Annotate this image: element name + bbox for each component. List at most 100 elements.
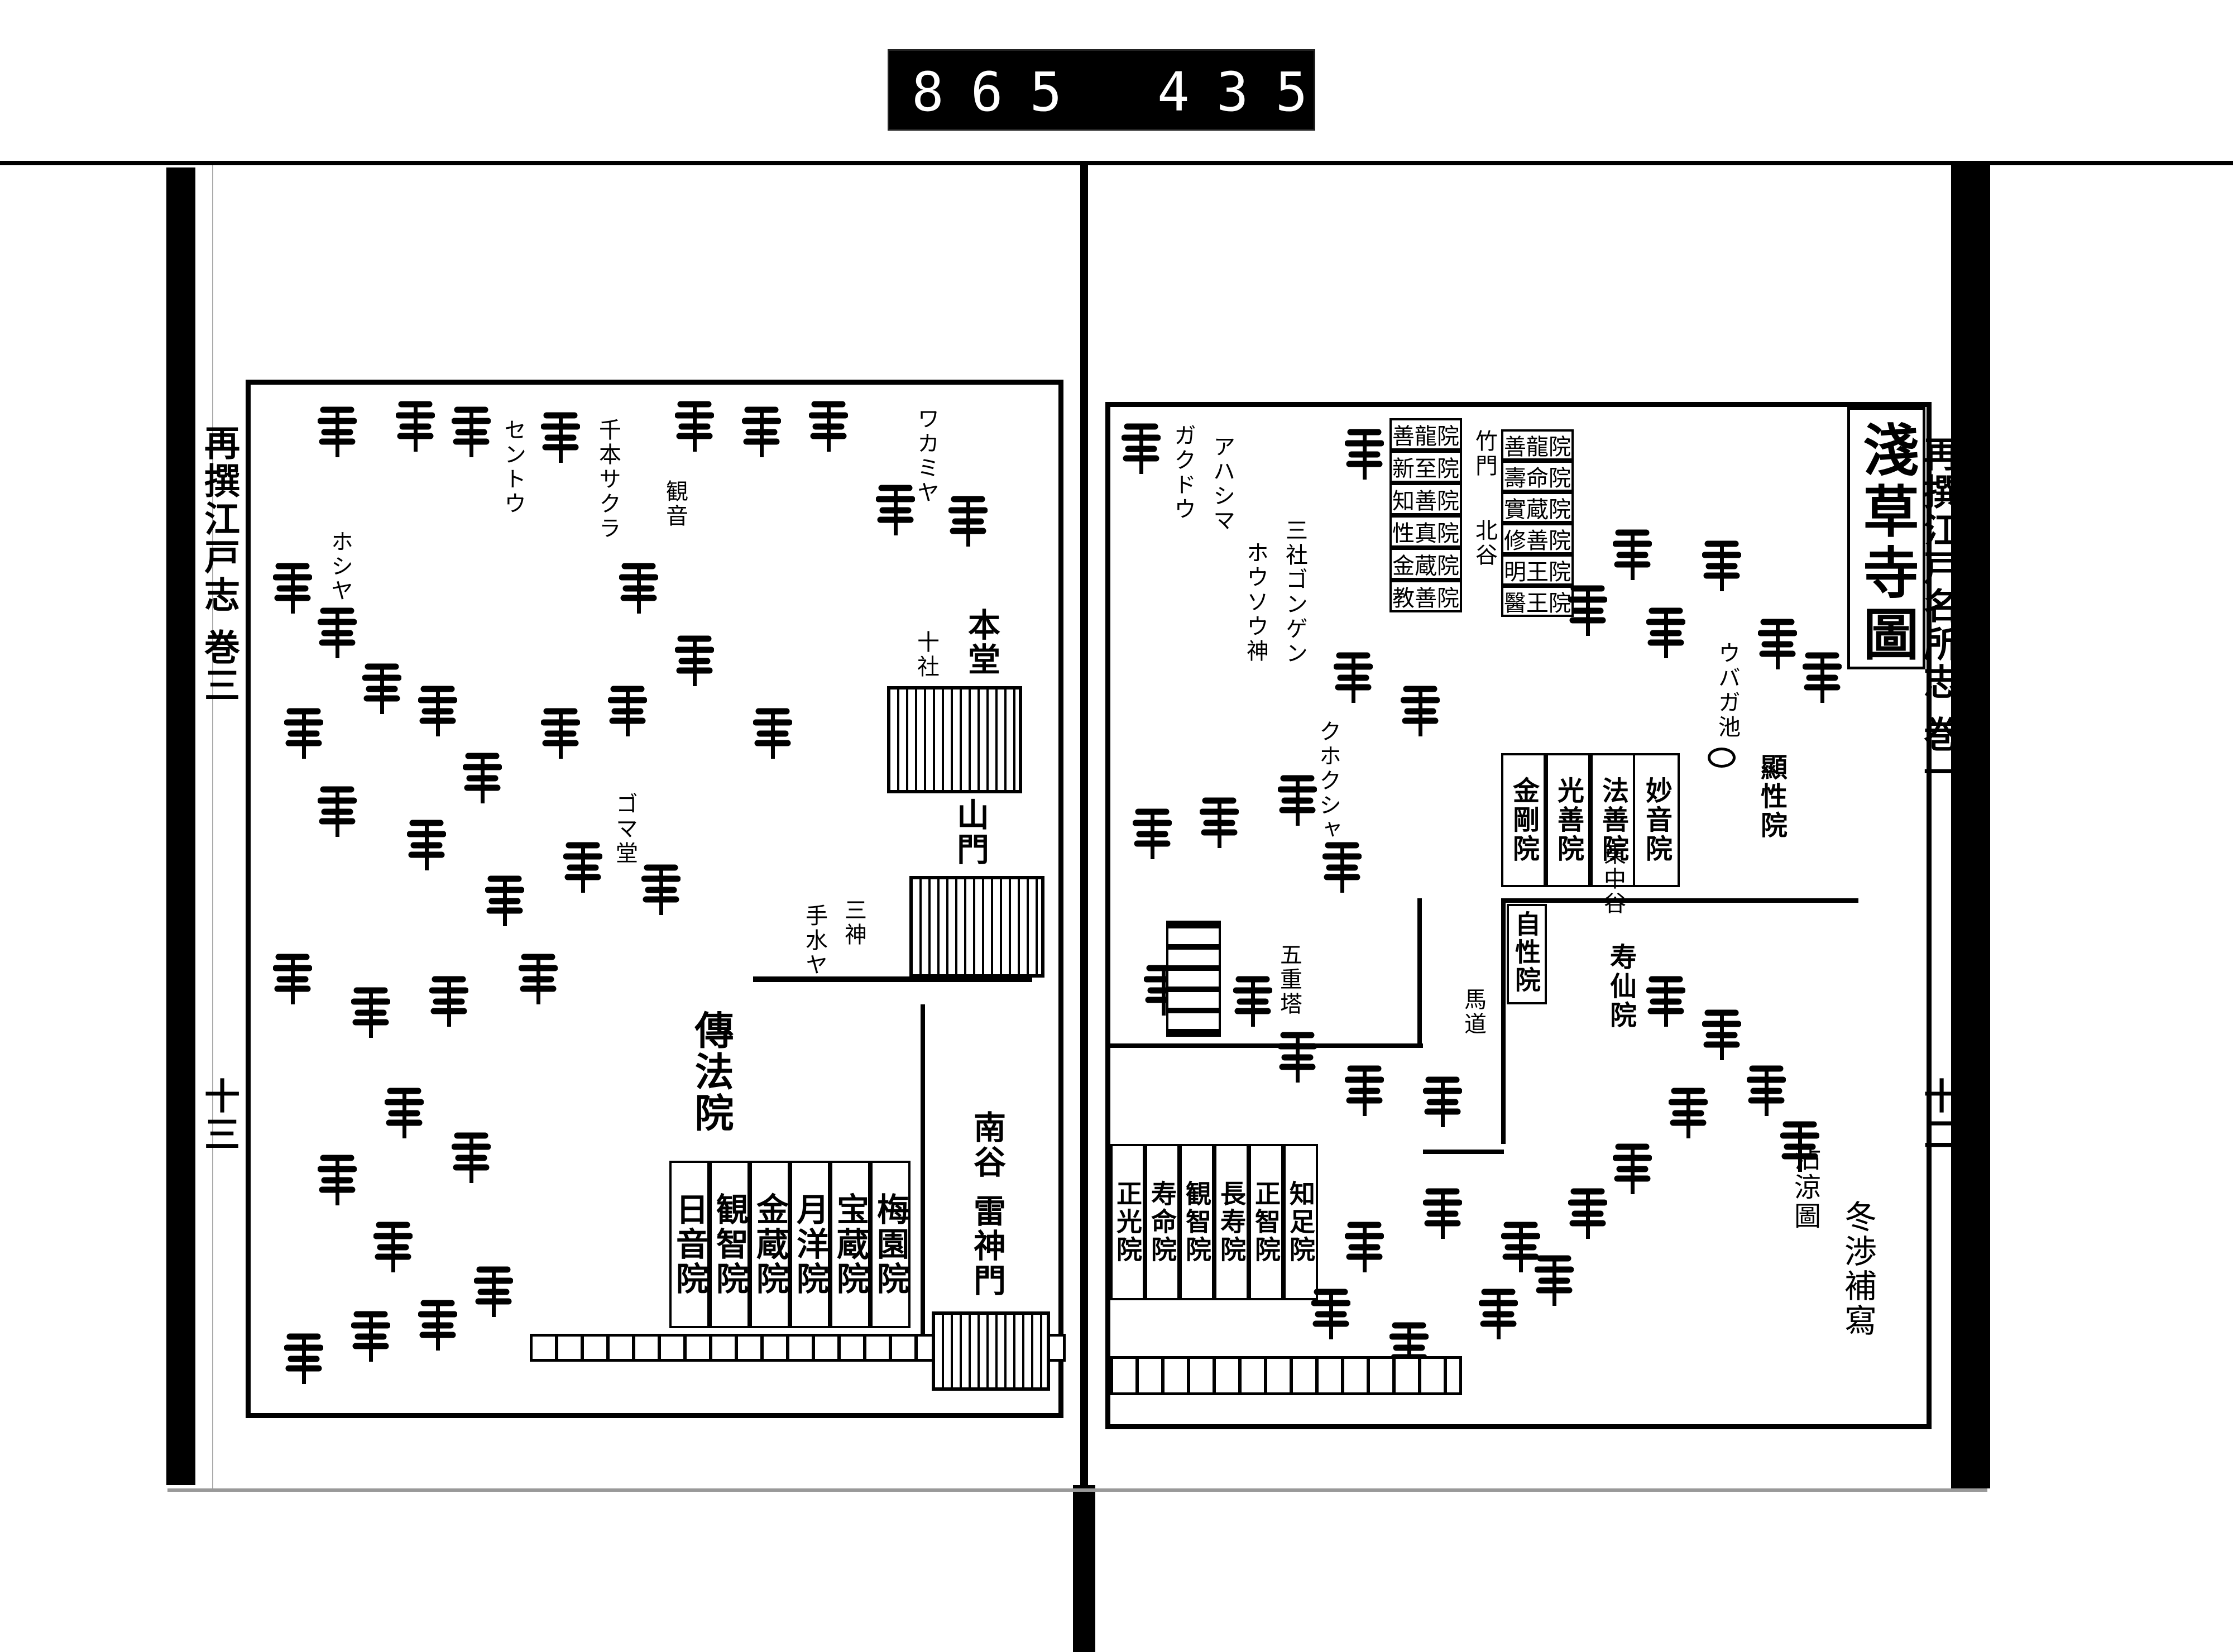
left-frame-number: 865 xyxy=(912,61,1089,123)
pine-tree-icon xyxy=(362,663,401,714)
pine-tree-icon xyxy=(1389,1322,1429,1373)
pine-tree-icon xyxy=(1803,652,1842,703)
pine-tree-icon xyxy=(1669,1088,1708,1138)
main-hall-label: 本堂 xyxy=(962,608,1000,677)
pine-tree-icon xyxy=(1702,1009,1741,1060)
pine-tree-icon xyxy=(1423,1076,1462,1127)
misc-label: ガクドウ xyxy=(1170,424,1196,522)
pine-tree-icon xyxy=(318,1155,357,1205)
right-page xyxy=(1091,165,1962,1488)
pine-tree-icon xyxy=(1702,540,1741,591)
pine-tree-icon xyxy=(273,954,312,1004)
temple-cell: 宝蔵院 xyxy=(830,1161,870,1328)
pine-tree-icon xyxy=(753,708,792,759)
pagoda-label: 五重塔 xyxy=(1276,943,1302,1017)
thunder-gate-label: 雷神門 xyxy=(968,1194,1006,1298)
temple-cell: 醫王院 xyxy=(1501,586,1574,617)
source-note: 沾涼圖 xyxy=(1789,1144,1820,1231)
thousand-trees-label: 千本サクラ xyxy=(595,418,621,541)
pine-tree-icon xyxy=(1646,976,1685,1027)
pine-tree-icon xyxy=(1479,1289,1518,1339)
pine-tree-icon xyxy=(1322,842,1362,893)
south-temple-column: 知足院 正智院 長寿院 観智院 寿命院 正光院 xyxy=(1110,1144,1318,1300)
pine-tree-icon xyxy=(463,753,502,803)
map-title: 淺草寺圖 xyxy=(1853,421,1919,667)
pine-tree-icon xyxy=(351,1311,390,1362)
temple-cell: 善龍院 xyxy=(1501,429,1574,461)
pine-tree-icon xyxy=(318,607,357,658)
temple-cell: 知善院 xyxy=(1389,483,1462,515)
temple-cell: 明王院 xyxy=(1501,554,1574,586)
road-edge xyxy=(1110,1043,1423,1048)
pine-tree-icon xyxy=(485,875,524,926)
page-bottom-edge xyxy=(167,1488,1987,1492)
pine-tree-icon xyxy=(1535,1255,1574,1306)
pine-tree-icon xyxy=(407,820,446,870)
temple-cell: 新至院 xyxy=(1389,451,1462,483)
temple-cell: 正智院 xyxy=(1249,1144,1283,1300)
temple-cell: 壽命院 xyxy=(1501,461,1574,492)
temple-cell: 實蔵院 xyxy=(1501,492,1574,523)
kannon-label: 観音 xyxy=(662,480,688,529)
temple-cell: 長寿院 xyxy=(1214,1144,1249,1300)
misc-label: セントウ xyxy=(500,418,526,516)
pine-tree-icon xyxy=(619,563,658,614)
pine-tree-icon xyxy=(1200,797,1239,848)
archive-label-strip: 865 435. xyxy=(888,49,1367,131)
temple-row: 金剛院 光善院 法善院 妙音院 xyxy=(1501,753,1680,887)
pine-tree-icon xyxy=(608,686,647,736)
jishoin-label: 自性院 xyxy=(1511,911,1541,994)
pine-tree-icon xyxy=(1334,652,1373,703)
center-gutter xyxy=(1080,162,1088,1502)
pine-tree-icon xyxy=(385,1088,424,1138)
misc-label: アハシマ xyxy=(1209,435,1235,533)
pine-tree-icon xyxy=(429,976,468,1027)
right-map-frame: 淺草寺圖 善龍院 新至院 知善院 性真院 金蔵院 教善院 竹門 北谷 善龍院 壽… xyxy=(1105,402,1932,1429)
misc-label: 三社ゴンゲン xyxy=(1282,519,1307,666)
pine-tree-icon xyxy=(418,1300,457,1351)
credit-note: 冬渉補寫 xyxy=(1839,1200,1877,1338)
pine-tree-icon xyxy=(1501,1222,1540,1272)
pine-tree-icon xyxy=(273,563,312,614)
main-hall-building xyxy=(887,686,1022,793)
pine-tree-icon xyxy=(876,485,915,535)
misc-label: ゴマ堂 xyxy=(612,792,638,866)
pine-tree-icon xyxy=(1780,1121,1819,1172)
pine-tree-icon xyxy=(809,401,848,452)
pine-tree-icon xyxy=(1311,1289,1350,1339)
temple-cell: 光善院 xyxy=(1546,753,1590,887)
north-right-column: 善龍院 壽命院 實蔵院 修善院 明王院 醫王院 xyxy=(1501,429,1574,617)
misc-label: ホシヤ xyxy=(327,530,353,604)
temple-cell: 日音院 xyxy=(669,1161,710,1328)
jusenin-label: 寿仙院 xyxy=(1605,943,1636,1030)
pine-tree-icon xyxy=(948,496,988,547)
temple-cell: 教善院 xyxy=(1389,580,1462,612)
pine-tree-icon xyxy=(318,786,357,837)
temple-cell: 梅園院 xyxy=(870,1161,911,1328)
pagoda-building xyxy=(1166,921,1221,1037)
left-page xyxy=(212,165,1084,1488)
road-edge xyxy=(1501,898,1858,903)
pine-tree-icon xyxy=(641,864,681,915)
pine-tree-icon xyxy=(519,954,558,1004)
wall xyxy=(753,976,1032,982)
pine-tree-icon xyxy=(284,1333,323,1384)
temple-cell: 妙音院 xyxy=(1635,753,1680,887)
pine-tree-icon xyxy=(318,406,357,457)
pine-tree-icon xyxy=(452,1132,491,1183)
kenshoin-label: 顯性院 xyxy=(1756,753,1787,840)
temple-cell: 金蔵院 xyxy=(1389,548,1462,580)
pine-tree-icon xyxy=(1568,585,1607,636)
pine-tree-icon xyxy=(563,842,602,893)
right-page-number: 十二 xyxy=(1918,1078,1959,1153)
pine-tree-icon xyxy=(675,401,714,452)
denpoin-label: 傳法院 xyxy=(688,1010,735,1134)
gutter-clip xyxy=(1073,1485,1095,1652)
misc-label: ワカミヤ xyxy=(913,407,939,505)
jishoin-cell: 自性院 xyxy=(1507,904,1547,1004)
road-edge xyxy=(1501,898,1506,1144)
pine-tree-icon xyxy=(1758,619,1797,669)
title-cartouche: 淺草寺圖 xyxy=(1847,407,1925,669)
left-map-frame: 本堂 山門 南谷 雷神門 傳法院 梅園院 宝蔵院 月洋院 金蔵院 観智院 日音院… xyxy=(246,380,1066,1418)
pine-tree-icon xyxy=(541,708,580,759)
